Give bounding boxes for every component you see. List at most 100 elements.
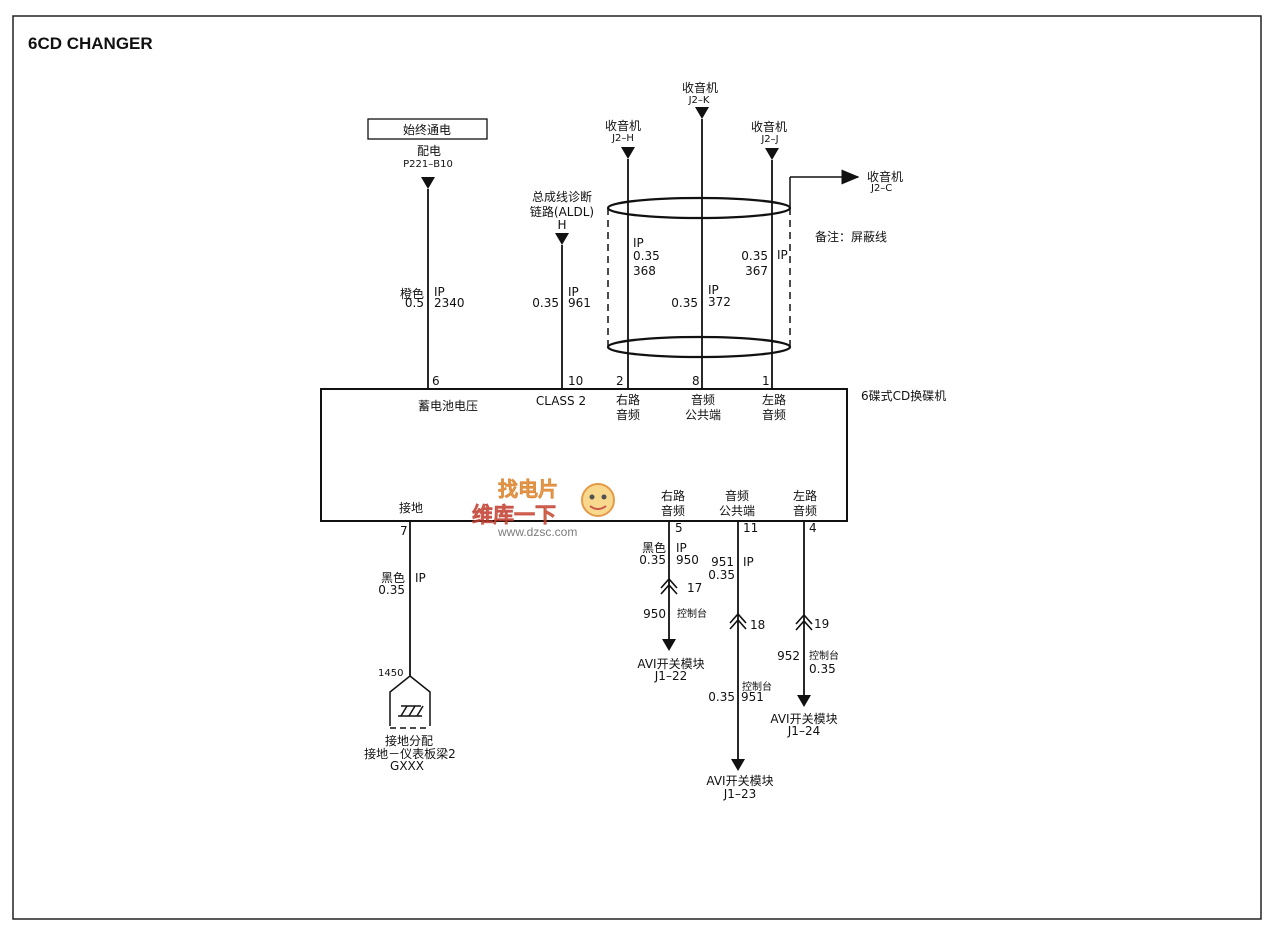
wire-372-loc: IP [708, 283, 719, 297]
avi-24-pin: J1–24 [787, 724, 820, 738]
page-title: 6CD CHANGER [28, 34, 153, 53]
wire-950-size: 0.35 [639, 553, 666, 567]
radio-h-pin: J2–H [611, 133, 634, 144]
wire-951-size: 0.35 [708, 568, 735, 582]
aldl-arrow [555, 233, 569, 245]
pin-7: 7 [400, 524, 408, 538]
radio-k-name: 收音机 [682, 80, 718, 95]
wire-1450-circuit: 1450 [378, 668, 403, 679]
wire-961-circuit: 961 [568, 296, 591, 310]
power-label: 始终通电 [403, 122, 451, 137]
page-frame [12, 15, 1262, 920]
wire-950-loc: IP [676, 541, 687, 555]
wire-950-below-circuit: 950 [643, 607, 666, 621]
fuse-label: 配电 [417, 144, 441, 158]
avi-24-arrow [797, 695, 811, 707]
wire-2340-loc: IP [434, 285, 445, 299]
wire-952-circuit: 952 [777, 649, 800, 663]
wire-951-below-loc: 控制台 [742, 680, 772, 693]
connector-19-symbol [795, 613, 813, 631]
radio-k-arrow [695, 107, 709, 119]
radio-j-pin: J2–J [760, 134, 778, 145]
radio-h-name: 收音机 [605, 118, 641, 133]
wire-368-loc: IP [633, 236, 644, 250]
aldl-label-1: 总成线诊断 [532, 189, 592, 204]
avi-24-name: AVI开关模块 [770, 712, 837, 726]
ground-point-line3: GXXX [390, 759, 424, 773]
wire-952-size: 0.35 [809, 662, 836, 676]
wire-961-loc: IP [568, 285, 579, 299]
right-audio-label-2: 音频 [616, 407, 640, 422]
wire-950-circuit: 950 [676, 553, 699, 567]
cd-changer-box [320, 388, 848, 522]
wire-951-below-size: 0.35 [708, 690, 735, 704]
wire-372-size: 0.35 [671, 296, 698, 310]
wire-367-circuit: 367 [745, 264, 768, 278]
pin-5: 5 [675, 521, 683, 535]
watermark-url: www.dzsc.com [497, 525, 577, 539]
ground-symbol [389, 675, 431, 729]
avi-22-pin: J1–22 [654, 669, 687, 683]
ground-point-line2: 接地－仪表板梁2 [364, 746, 456, 761]
bottom-left-audio-1: 左路 [793, 488, 817, 503]
common-label-1: 音频 [691, 392, 715, 407]
wire-951-below-circuit: 951 [741, 690, 764, 704]
avi-23-pin: J1–23 [723, 787, 756, 801]
aldl-pin: H [557, 218, 566, 232]
power-label-box [367, 118, 488, 140]
wire-368-circuit: 368 [633, 264, 656, 278]
battery-voltage-label: 蓄电池电压 [418, 399, 478, 413]
connector-18-symbol [729, 612, 747, 630]
wire-2340-size: 0.5 [405, 296, 424, 310]
connector-17-symbol [660, 577, 678, 595]
pin-4: 4 [809, 521, 817, 535]
bottom-right-audio-2: 音频 [661, 503, 685, 518]
watermark-line1: 找电片 [498, 477, 558, 501]
avi-22-name: AVI开关模块 [637, 657, 704, 671]
common-label-2: 公共端 [685, 408, 721, 422]
connector-17-label: 17 [687, 581, 702, 595]
wire-368-size: 0.35 [633, 249, 660, 263]
wire-950-color: 黑色 [642, 541, 666, 555]
wire-952-loc: 控制台 [809, 649, 839, 662]
pin-2: 2 [616, 374, 624, 388]
wire-2340-circuit: 2340 [434, 296, 465, 310]
bottom-left-audio-2: 音频 [793, 503, 817, 518]
shield-bottom [606, 335, 792, 359]
wire-951-loc: IP [743, 555, 754, 569]
radio-h-arrow [621, 147, 635, 159]
bottom-common-1: 音频 [725, 488, 749, 503]
cd-changer-name: 6碟式CD换碟机 [861, 389, 946, 403]
radio-c-pin: J2–C [870, 183, 892, 194]
left-audio-label-1: 左路 [762, 392, 786, 407]
radio-j-name: 收音机 [751, 119, 787, 134]
bottom-right-audio-1: 右路 [661, 488, 685, 503]
radio-k-pin: J2–K [688, 95, 710, 106]
ground-label: 接地 [399, 500, 423, 515]
wire-951-circuit: 951 [711, 555, 734, 569]
wire-367-loc: IP [777, 248, 788, 262]
fuse-id: P221–B10 [403, 159, 453, 170]
wire-1450-color: 黑色 [381, 571, 405, 585]
avi-23-name: AVI开关模块 [706, 774, 773, 788]
watermark: 找电片 维库一下 www.dzsc.com [472, 477, 615, 539]
wire-2340-color: 橙色 [400, 286, 424, 301]
right-audio-label-1: 右路 [616, 392, 640, 407]
wire-950-below-loc: 控制台 [677, 607, 707, 620]
class2-label: CLASS 2 [536, 394, 586, 408]
wire-961-size: 0.35 [532, 296, 559, 310]
pin-11: 11 [743, 521, 758, 535]
shield-top [606, 196, 792, 220]
watermark-line2: 维库一下 [472, 503, 556, 527]
shield-note: 备注：屏蔽线 [815, 229, 887, 244]
avi-22-arrow [662, 639, 676, 651]
wire-367-size: 0.35 [741, 249, 768, 263]
pin-1: 1 [762, 374, 770, 388]
fuse-arrow [421, 177, 435, 189]
radio-j-arrow [765, 148, 779, 160]
left-audio-label-2: 音频 [762, 407, 786, 422]
wire-1450-size: 0.35 [378, 583, 405, 597]
pin-10: 10 [568, 374, 583, 388]
pin-6: 6 [432, 374, 440, 388]
